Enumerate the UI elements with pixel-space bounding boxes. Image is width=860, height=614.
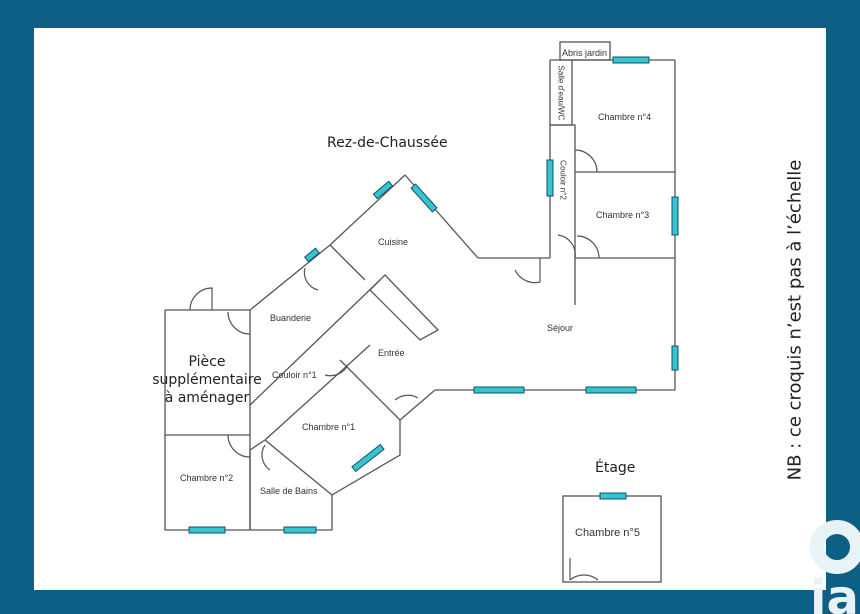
- door-piece: [189, 287, 213, 311]
- piece-line-2: supplémentaire: [152, 372, 262, 388]
- logo-text: iad: [810, 570, 860, 614]
- wall-couloir-diag2: [264, 344, 371, 441]
- wall-etage: [562, 495, 662, 583]
- window-chambre2: [188, 526, 226, 534]
- piece-line-3: à aménager: [164, 390, 250, 406]
- wall-chambre1-east: [339, 359, 401, 421]
- room-label-entree: Entrée: [378, 348, 405, 358]
- door-ch4: [574, 149, 598, 173]
- walls: [164, 41, 676, 583]
- wall-salle-eau: [549, 60, 573, 126]
- door-ch5: [569, 574, 599, 581]
- door-cuisine: [303, 267, 319, 291]
- wall-entree-closet: [369, 274, 440, 341]
- wall-sdb-top: [249, 439, 266, 451]
- room-label-cuisine: Cuisine: [378, 237, 409, 247]
- wall-couloir-diag: [249, 279, 381, 406]
- plan-sheet: [34, 28, 826, 590]
- outer-wall-west-block: [164, 310, 401, 531]
- window-buanderie: [304, 247, 320, 263]
- doors: [189, 149, 600, 581]
- room-label-sejour: Séjour: [547, 323, 574, 333]
- piece-line-1: Pièce: [188, 354, 226, 370]
- window-sejour-south-2: [585, 386, 637, 394]
- window-sejour-south-1: [473, 386, 525, 394]
- room-label-piece-supplementaire: Pièce supplémentaire à aménager: [132, 353, 282, 407]
- window-sdb: [283, 526, 317, 534]
- scale-note: NB : ce croquis n’est pas à l’échelle: [784, 159, 806, 481]
- window-abris: [612, 56, 650, 64]
- door-ch3: [576, 235, 600, 259]
- logo-ring: [810, 520, 860, 574]
- door-sdb: [261, 444, 271, 471]
- door-couloir1: [324, 364, 349, 377]
- window-chambre1: [351, 443, 385, 473]
- door-couloir2: [557, 234, 576, 259]
- level-upper-title: Étage: [595, 460, 636, 476]
- wall-cuisine-inner: [329, 244, 366, 281]
- window-cuisine-2: [410, 183, 438, 213]
- room-label-salle-eau: Salle d'eau/WC: [556, 65, 566, 121]
- wall-abris: [559, 41, 611, 61]
- room-label-couloir-2: Couloir n°2: [558, 160, 568, 200]
- room-label-abris-jardin: Abris jardin: [562, 48, 608, 58]
- door-chambre2: [227, 434, 251, 458]
- room-label-couloir-1: Couloir n°1: [272, 370, 317, 380]
- wall-chambre1: [264, 439, 333, 496]
- room-label-chambre-3: Chambre n°3: [596, 210, 650, 220]
- level-ground-title: Rez-de-Chaussée: [327, 135, 448, 151]
- window-ch3: [671, 196, 679, 236]
- window-sejour-east: [671, 345, 679, 371]
- room-label-chambre-1: Chambre n°1: [302, 422, 356, 432]
- wall-entry-diag: [399, 389, 436, 421]
- windows: [188, 56, 679, 534]
- window-cuisine-1: [372, 180, 394, 200]
- room-label-buanderie: Buanderie: [270, 313, 312, 323]
- window-ch5: [599, 492, 627, 500]
- room-label-chambre-4: Chambre n°4: [598, 112, 652, 122]
- room-label-salle-de-bains: Salle de Bains: [260, 486, 318, 496]
- iad-logo: iad: [800, 514, 860, 614]
- window-couloir2: [546, 159, 554, 197]
- room-label-chambre-2: Chambre n°2: [180, 473, 234, 483]
- door-entree: [394, 394, 419, 401]
- door-sejour: [514, 258, 541, 284]
- room-label-chambre-5: Chambre n°5: [575, 527, 640, 539]
- door-buanderie: [227, 311, 251, 335]
